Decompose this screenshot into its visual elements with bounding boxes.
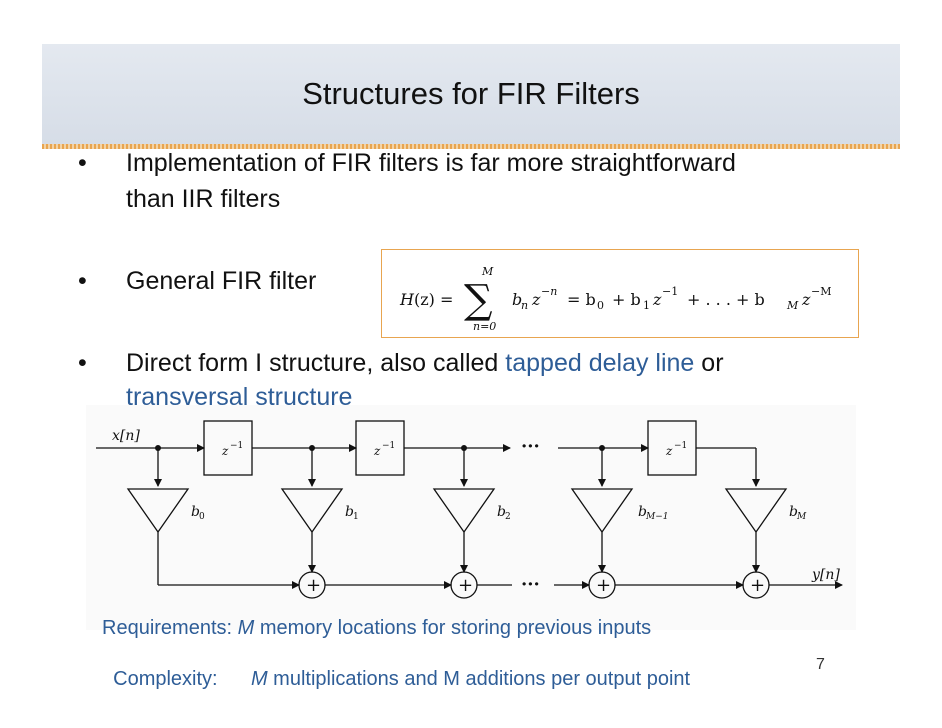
- adder-plus-4: +: [750, 575, 765, 596]
- formula-bm-sub: M: [786, 299, 799, 312]
- formula-bn: b: [512, 290, 522, 309]
- junction-dot: [155, 445, 161, 451]
- formula-eq-b0: = b: [567, 290, 596, 309]
- formula-h: H: [399, 290, 415, 309]
- highlight-tapped-delay-line: tapped delay line: [505, 349, 695, 377]
- bullet-text-post: or: [694, 349, 724, 377]
- output-label: y[n]: [811, 567, 840, 583]
- formula-sum-lower: n=0: [473, 320, 496, 333]
- complexity-text: multiplications and M additions per outp…: [267, 668, 691, 690]
- gain-triangle-bm1: [570, 488, 634, 534]
- formula-bn-sub: n: [521, 299, 528, 312]
- coef-b1-sub: 1: [353, 512, 359, 522]
- adder-3: [588, 571, 616, 599]
- formula-z-exp: −n: [541, 285, 557, 298]
- gain-triangle-b2: [432, 488, 496, 534]
- complexity-line: Complexity: M multiplications and M addi…: [102, 645, 690, 691]
- fir-transfer-function: H (z) = ∑ M n=0 b n z −n = b 0 + b 1 z −…: [399, 265, 831, 333]
- bullet-text-line1: General FIR filter: [126, 267, 317, 295]
- junction-dot: [599, 445, 605, 451]
- coef-b0: b: [191, 504, 200, 520]
- formula-zm-exp: −M: [811, 285, 831, 298]
- coef-b1: b: [345, 504, 354, 520]
- requirements-line: Requirements: M memory locations for sto…: [102, 617, 651, 640]
- requirements-label: Requirements:: [102, 617, 238, 639]
- coef-b2: b: [497, 504, 506, 520]
- coef-bm1-sub: M−1: [645, 512, 668, 522]
- requirements-text: memory locations for storing previous in…: [254, 617, 652, 639]
- coef-bm: b: [789, 504, 798, 520]
- delay-exp-1: −1: [230, 441, 243, 451]
- fir-formula-box: H (z) = ∑ M n=0 b n z −n = b 0 + b 1 z −…: [381, 249, 859, 338]
- formula-b0-sub: 0: [597, 299, 604, 312]
- ellipsis-top: ···: [521, 436, 540, 457]
- complexity-label: Complexity:: [113, 668, 251, 690]
- coef-bm1: b: [638, 504, 647, 520]
- delay-box-1: [203, 420, 253, 476]
- bullet-marker: •: [78, 149, 87, 177]
- formula-arg: (z) =: [414, 290, 453, 309]
- complexity-var: M: [250, 668, 268, 690]
- formula-z1-exp: −1: [662, 285, 678, 298]
- delay-box-2: [355, 420, 405, 476]
- diagram-background: [86, 405, 856, 630]
- coef-b0-sub: 0: [199, 512, 205, 522]
- delay-label-3: z: [665, 444, 673, 458]
- delay-exp-2: −1: [382, 441, 395, 451]
- adder-plus-2: +: [458, 575, 473, 596]
- formula-z1: z: [652, 290, 662, 309]
- formula-zm: z: [801, 290, 811, 309]
- adder-plus-3: +: [596, 575, 611, 596]
- bullet-marker: •: [78, 349, 87, 377]
- formula-plus-b1: + b: [612, 290, 641, 309]
- adder-1: [298, 571, 326, 599]
- junction-dot: [461, 445, 467, 451]
- adder-2: [450, 571, 478, 599]
- formula-sum-upper: M: [481, 265, 494, 278]
- coef-b2-sub: 2: [505, 512, 511, 522]
- delay-label-1: z: [221, 444, 229, 458]
- gain-triangle-bm: [724, 488, 788, 534]
- delay-exp-3: −1: [674, 441, 687, 451]
- formula-b1-sub: 1: [643, 299, 650, 312]
- ellipsis-bottom: ···: [521, 574, 540, 595]
- gain-triangle-b1: [280, 488, 344, 534]
- bullet-text-line1: Direct form I structure, also called tap…: [126, 346, 724, 380]
- bullet-text-pre: Direct form I structure, also called: [126, 349, 506, 377]
- delay-box-3: [647, 420, 697, 476]
- page-number: 7: [816, 656, 825, 673]
- title-band: [42, 44, 900, 144]
- bullet-text-line2: than IIR filters: [126, 185, 281, 213]
- delay-label-2: z: [373, 444, 381, 458]
- coef-bm-sub: M: [796, 512, 807, 522]
- formula-sum-sign: ∑: [464, 277, 493, 323]
- formula-z: z: [531, 290, 541, 309]
- formula-dots-bm: + . . . + b: [687, 290, 765, 309]
- adder-plus-1: +: [306, 575, 321, 596]
- input-label: x[n]: [112, 428, 140, 444]
- bullet-marker: •: [78, 267, 87, 295]
- bullet-text-line1: Implementation of FIR filters is far mor…: [126, 149, 736, 177]
- junction-dot: [309, 445, 315, 451]
- adder-4: [742, 571, 770, 599]
- title-divider: [42, 144, 900, 149]
- requirements-var: M: [237, 617, 255, 639]
- slide-title: Structures for FIR Filters: [302, 76, 640, 111]
- gain-triangle-b0: [126, 488, 190, 534]
